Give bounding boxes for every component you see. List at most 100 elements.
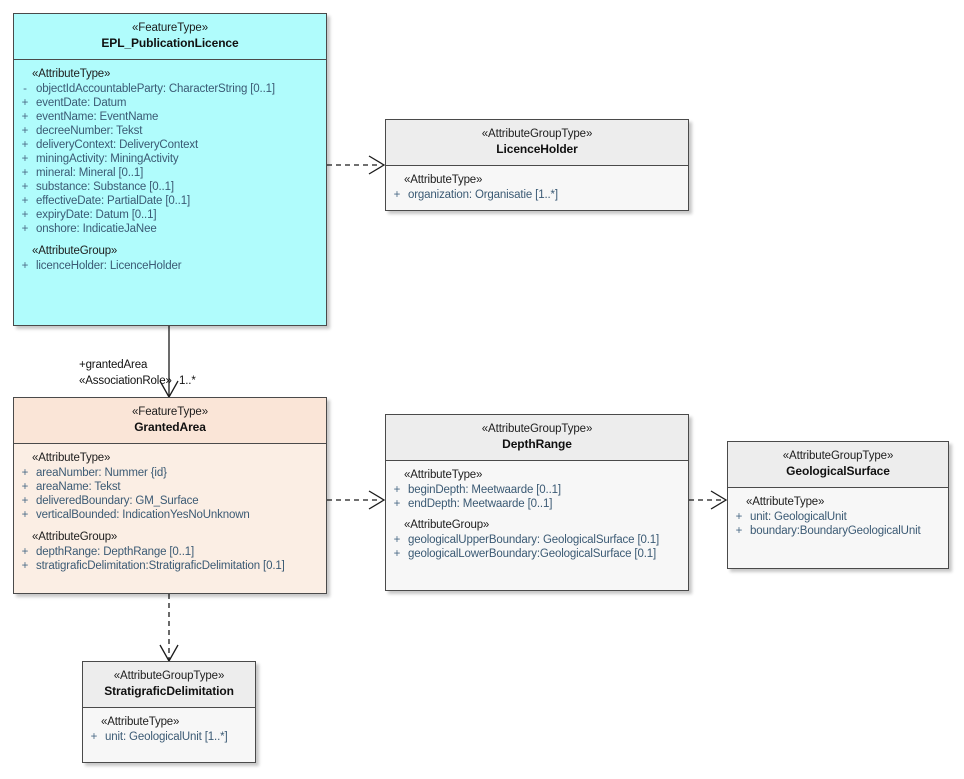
association-multiplicity-label: 1..* (179, 375, 196, 387)
attribute-text: areaNumber: Nummer {id} (36, 467, 167, 480)
compartment-label: «AttributeGroup» (32, 531, 118, 544)
compartment-label: «AttributeType» (746, 496, 825, 509)
class-body: «AttributeType» + beginDepth: Meetwaarde… (386, 461, 688, 568)
class-stereotype: «AttributeGroupType» (481, 128, 593, 140)
class-body: «AttributeType» + areaNumber: Nummer {id… (14, 444, 326, 580)
visibility-marker: + (21, 467, 29, 480)
visibility-marker: + (735, 525, 743, 538)
attribute-text: substance: Substance [0..1] (36, 181, 174, 194)
association-role-name-label: +grantedArea (79, 359, 148, 371)
visibility-marker: + (21, 111, 29, 124)
attribute-row[interactable]: + eventDate: Datum (14, 96, 326, 110)
class-body: «AttributeType» + organization: Organisa… (386, 166, 688, 209)
attribute-row[interactable]: + mineral: Mineral [0..1] (14, 166, 326, 180)
visibility-marker: + (735, 511, 743, 524)
uml-class-geologicalsurface[interactable]: «AttributeGroupType» GeologicalSurface «… (727, 441, 949, 569)
attribute-row[interactable]: + unit: GeologicalUnit [1..*] (83, 730, 255, 744)
attribute-row[interactable]: + deliveryContext: DeliveryContext (14, 138, 326, 152)
attribute-row[interactable]: + endDepth: Meetwaarde [0..1] (386, 497, 688, 511)
attribute-text: mineral: Mineral [0..1] (36, 167, 144, 180)
attribute-text: deliveredBoundary: GM_Surface (36, 495, 199, 508)
attribute-text: effectiveDate: PartialDate [0..1] (36, 195, 191, 208)
connector-depthrange-to-geologicalsurface (689, 490, 728, 510)
connector-grantedarea-to-stratigraficdelimitation (159, 594, 179, 663)
attribute-row[interactable]: + eventName: EventName (14, 110, 326, 124)
attribute-text: eventName: EventName (36, 111, 159, 124)
compartment-label: «AttributeType» (101, 716, 180, 729)
class-name: GrantedArea (134, 420, 206, 435)
connector-grantedarea-to-depthrange (327, 490, 386, 510)
uml-class-depthrange[interactable]: «AttributeGroupType» DepthRange «Attribu… (385, 414, 689, 591)
compartment-label: «AttributeType» (32, 452, 111, 465)
connector-epl-to-licenceholder (327, 155, 386, 175)
visibility-marker: + (21, 223, 29, 236)
class-header: «AttributeGroupType» LicenceHolder (386, 120, 688, 167)
attribute-row[interactable]: + licenceHolder: LicenceHolder (14, 259, 326, 273)
attribute-row[interactable]: + deliveredBoundary: GM_Surface (14, 494, 326, 508)
attribute-row[interactable]: + miningActivity: MiningActivity (14, 152, 326, 166)
class-stereotype: «FeatureType» (131, 406, 209, 418)
class-name: StratigraficDelimitation (104, 684, 234, 699)
attribute-text: eventDate: Datum (36, 97, 127, 110)
class-stereotype: «FeatureType» (131, 22, 209, 34)
class-stereotype: «AttributeGroupType» (481, 423, 593, 435)
uml-class-licenceholder[interactable]: «AttributeGroupType» LicenceHolder «Attr… (385, 119, 689, 211)
attribute-text: unit: GeologicalUnit [1..*] (105, 731, 228, 744)
class-stereotype: «AttributeGroupType» (113, 670, 225, 682)
attribute-row[interactable]: + depthRange: DepthRange [0..1] (14, 545, 326, 559)
uml-class-epl-publicationlicence[interactable]: «FeatureType» EPL_PublicationLicence «At… (13, 13, 327, 326)
uml-class-grantedarea[interactable]: «FeatureType» GrantedArea «AttributeType… (13, 397, 327, 594)
class-header: «FeatureType» EPL_PublicationLicence (14, 14, 326, 61)
compartment-label: «AttributeType» (404, 469, 483, 482)
class-body: «AttributeType» + unit: GeologicalUnit [… (83, 708, 255, 751)
compartment-label: «AttributeType» (404, 174, 483, 187)
uml-class-stratigraficdelimitation[interactable]: «AttributeGroupType» StratigraficDelimit… (82, 661, 256, 763)
attribute-row[interactable]: + decreeNumber: Tekst (14, 124, 326, 138)
attribute-text: beginDepth: Meetwaarde [0..1] (408, 484, 561, 497)
attribute-row[interactable]: + effectiveDate: PartialDate [0..1] (14, 194, 326, 208)
visibility-marker: + (21, 181, 29, 194)
class-name: EPL_PublicationLicence (101, 36, 239, 51)
attribute-row[interactable]: + verticalBounded: IndicationYesNoUnknow… (14, 508, 326, 522)
visibility-marker: + (21, 139, 29, 152)
attribute-row[interactable]: - objectIdAccountableParty: CharacterStr… (14, 82, 326, 96)
attribute-text: unit: GeologicalUnit (750, 511, 847, 524)
visibility-marker: + (21, 560, 29, 573)
visibility-marker: + (21, 153, 29, 166)
visibility-marker: + (90, 731, 98, 744)
attribute-row[interactable]: + expiryDate: Datum [0..1] (14, 208, 326, 222)
attribute-text: stratigraficDelimitation:StratigraficDel… (36, 560, 285, 573)
attribute-row[interactable]: + onshore: IndicatieJaNee (14, 222, 326, 236)
attribute-text: geologicalLowerBoundary:GeologicalSurfac… (408, 548, 657, 561)
attribute-text: licenceHolder: LicenceHolder (36, 260, 182, 273)
visibility-marker: + (393, 484, 401, 497)
attribute-row[interactable]: + stratigraficDelimitation:StratigraficD… (14, 559, 326, 573)
attribute-row[interactable]: + organization: Organisatie [1..*] (386, 188, 688, 202)
class-name: LicenceHolder (496, 142, 578, 157)
visibility-marker: + (21, 125, 29, 138)
attribute-text: areaName: Tekst (36, 481, 121, 494)
attribute-row[interactable]: + beginDepth: Meetwaarde [0..1] (386, 483, 688, 497)
attribute-row[interactable]: + geologicalUpperBoundary: GeologicalSur… (386, 533, 688, 547)
attribute-row[interactable]: + unit: GeologicalUnit (728, 510, 948, 524)
class-stereotype: «AttributeGroupType» (782, 450, 894, 462)
compartment-label: «AttributeGroup» (404, 519, 490, 532)
class-name: DepthRange (502, 437, 572, 452)
visibility-marker: + (21, 167, 29, 180)
class-header: «FeatureType» GrantedArea (14, 398, 326, 445)
attribute-row[interactable]: + boundary:BoundaryGeologicalUnit (728, 524, 948, 538)
attribute-text: expiryDate: Datum [0..1] (36, 209, 157, 222)
attribute-row[interactable]: + areaNumber: Nummer {id} (14, 466, 326, 480)
visibility-marker: + (21, 260, 29, 273)
attribute-text: endDepth: Meetwaarde [0..1] (408, 498, 553, 511)
attribute-row[interactable]: + areaName: Tekst (14, 480, 326, 494)
attribute-text: verticalBounded: IndicationYesNoUnknown (36, 509, 250, 522)
class-body: «AttributeType» + unit: GeologicalUnit +… (728, 488, 948, 545)
class-header: «AttributeGroupType» StratigraficDelimit… (83, 662, 255, 709)
attribute-row[interactable]: + geologicalLowerBoundary:GeologicalSurf… (386, 547, 688, 561)
attribute-row[interactable]: + substance: Substance [0..1] (14, 180, 326, 194)
class-header: «AttributeGroupType» GeologicalSurface (728, 442, 948, 489)
visibility-marker: + (393, 189, 401, 202)
attribute-text: geologicalUpperBoundary: GeologicalSurfa… (408, 534, 660, 547)
